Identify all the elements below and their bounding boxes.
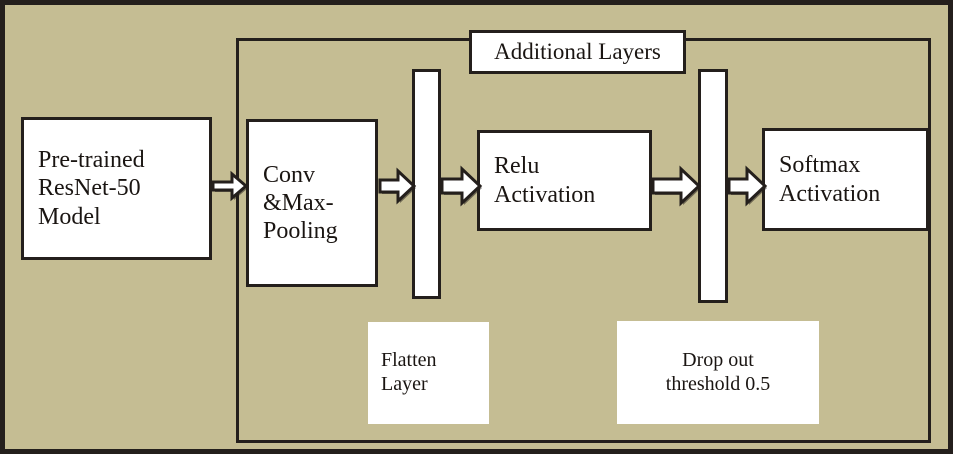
node-pretrained-resnet50-label: Pre-trained ResNet-50 Model	[38, 147, 145, 230]
node-conv-maxpooling: Conv &Max- Pooling	[246, 119, 378, 287]
caption-flatten-layer-label: Flatten Layer	[381, 349, 437, 395]
node-flatten-bar	[412, 69, 441, 299]
additional-layers-label: Additional Layers	[494, 39, 661, 65]
caption-dropout-threshold-label: Drop out threshold 0.5	[665, 348, 771, 395]
node-conv-maxpooling-label: Conv &Max- Pooling	[263, 161, 338, 245]
node-softmax-activation: Softmax Activation	[762, 128, 929, 231]
additional-layers-label-box: Additional Layers	[469, 30, 686, 74]
node-relu-activation: Relu Activation	[477, 130, 652, 231]
node-softmax-activation-label: Softmax Activation	[779, 152, 881, 207]
node-relu-activation-label: Relu Activation	[494, 153, 596, 208]
caption-flatten-layer: Flatten Layer	[368, 322, 489, 424]
caption-dropout-threshold: Drop out threshold 0.5	[617, 321, 819, 424]
node-dropout-bar	[698, 69, 728, 303]
node-pretrained-resnet50: Pre-trained ResNet-50 Model	[21, 117, 212, 260]
